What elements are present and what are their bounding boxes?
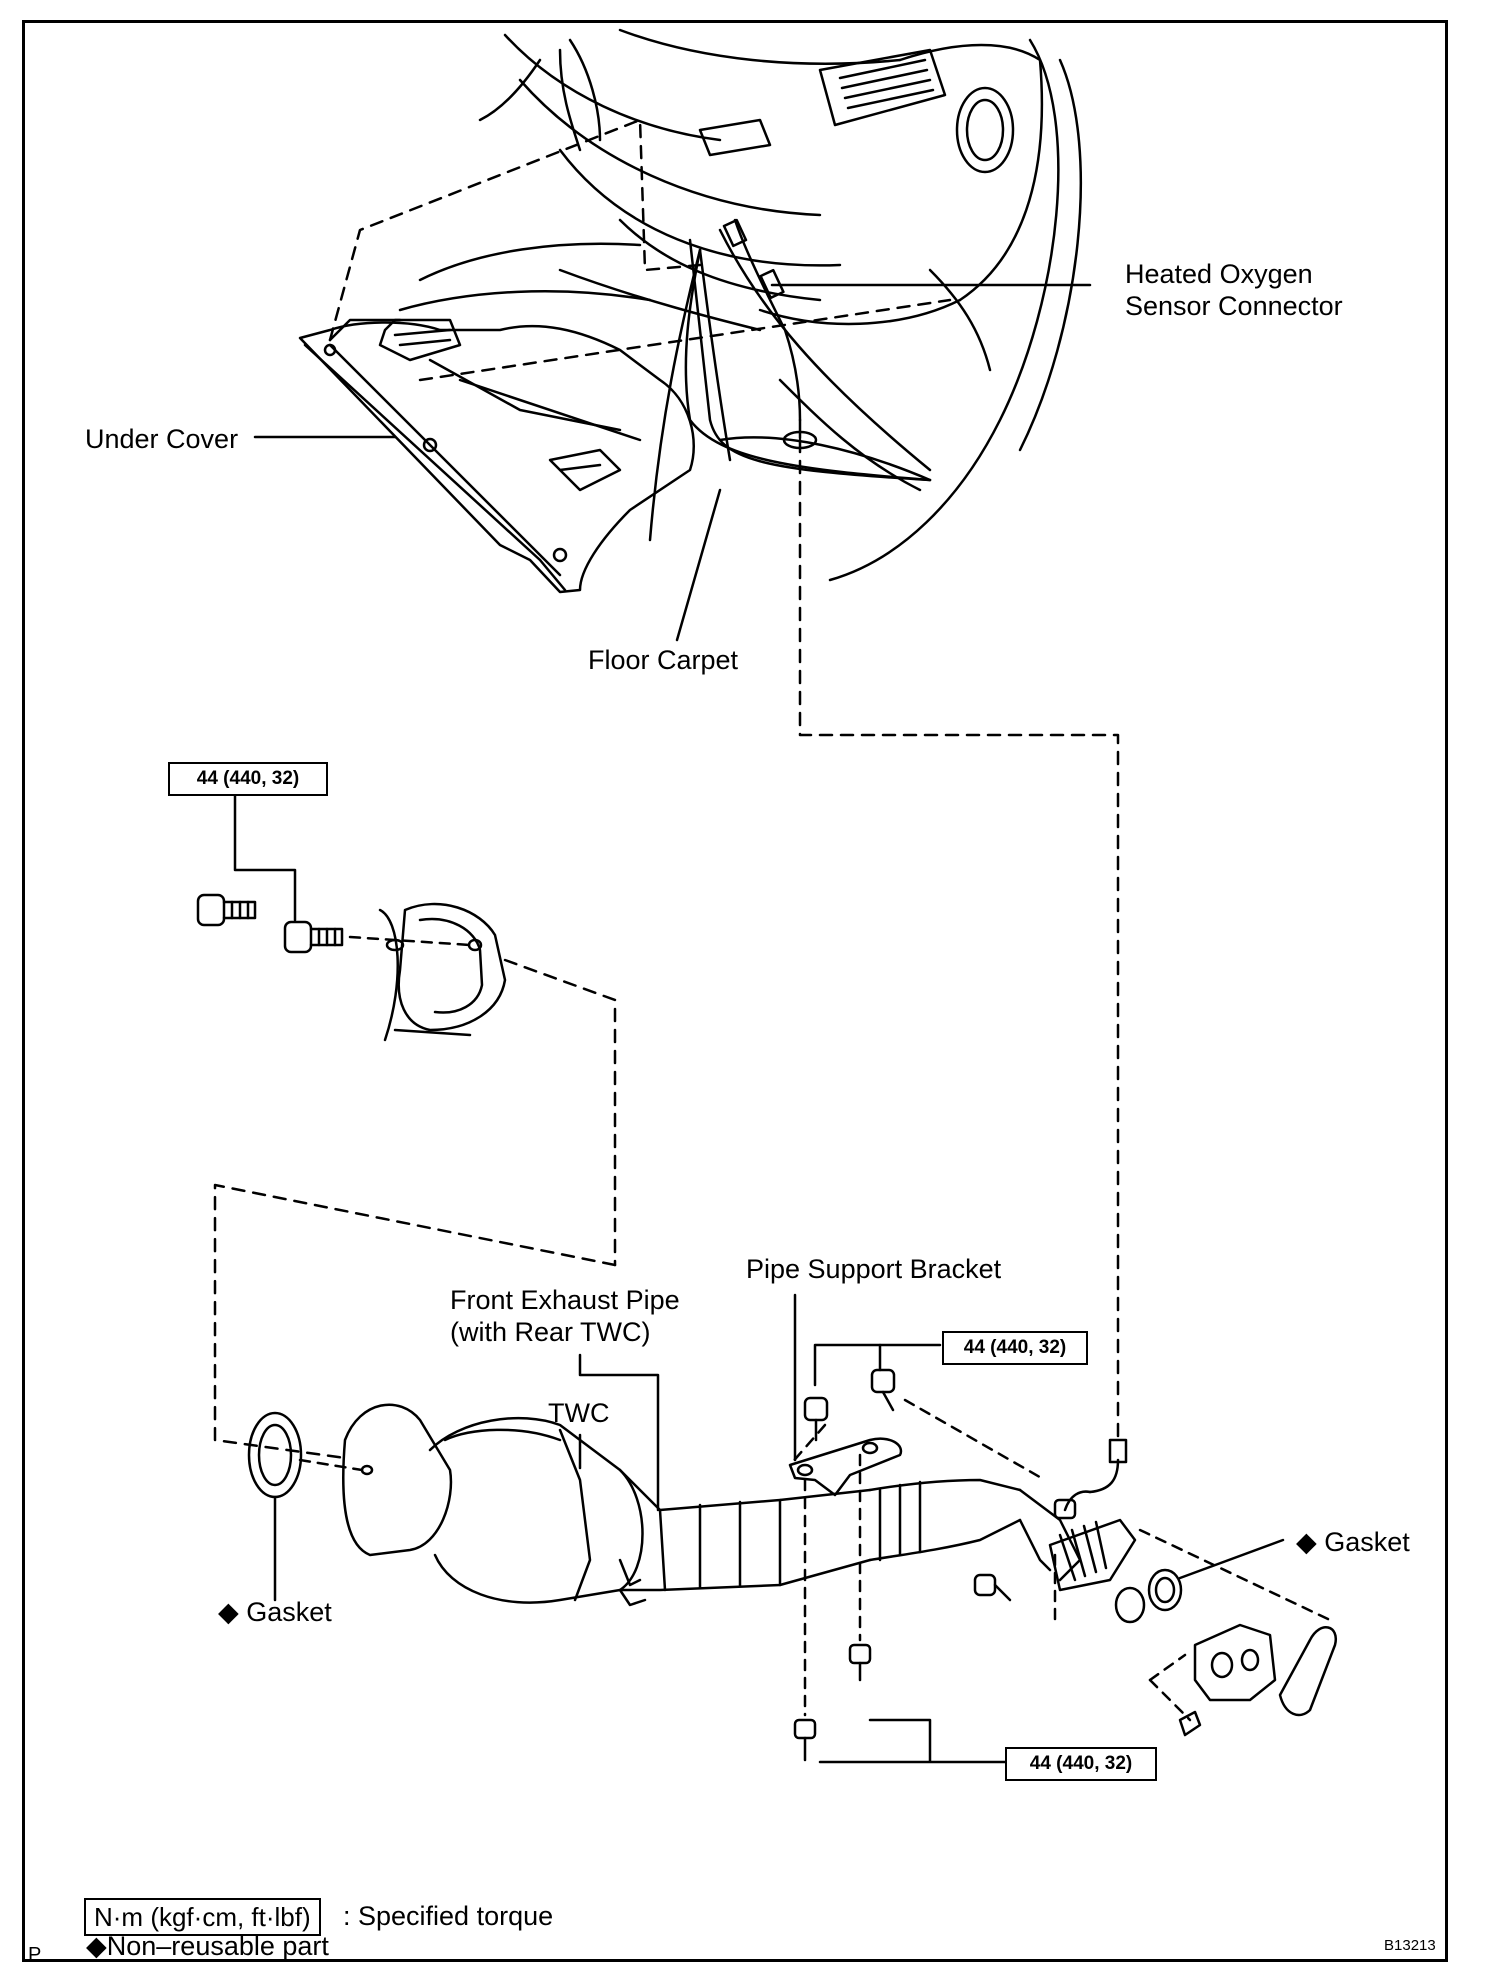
vehicle-interior <box>328 28 1082 582</box>
under-cover-label: Under Cover <box>85 424 239 454</box>
leader-floor-carpet <box>675 488 722 642</box>
page-marker: P <box>28 1944 42 1966</box>
non-reusable-note: ◆Non–reusable part <box>86 1931 329 1961</box>
figure-id: B13213 <box>1384 1937 1436 1954</box>
heated-oxygen-sensor-connector-label-2: Sensor Connector <box>1125 291 1343 321</box>
bottom-bolts <box>793 1453 1007 1764</box>
manifold-flange-group <box>196 793 617 1267</box>
rear-joint-parts <box>973 1528 1338 1737</box>
front-exhaust-pipe-label-2: (with Rear TWC) <box>450 1317 651 1347</box>
torque-spec-bracket: 44 (440, 32) <box>942 1331 1088 1365</box>
flange-guide-dashed <box>213 1183 617 1460</box>
under-cover-part <box>298 318 695 594</box>
sensor-guide-dashed <box>798 438 1120 1442</box>
leader-front-exhaust-pipe <box>578 1353 660 1512</box>
pipe-support-bracket-part <box>788 1293 903 1497</box>
bracket-bolts <box>788 1343 1047 1482</box>
heated-oxygen-sensor-connector-label-1: Heated Oxygen <box>1125 259 1313 289</box>
front-exhaust-pipe <box>247 1403 1137 1607</box>
pipe-support-bracket-label: Pipe Support Bracket <box>746 1254 1002 1284</box>
torque-spec-bottom: 44 (440, 32) <box>1005 1747 1157 1781</box>
gasket-right-label: ◆ Gasket <box>1296 1527 1410 1557</box>
torque-unit-box: N·m (kgf·cm, ft·lbf) <box>84 1898 321 1936</box>
figure-frame <box>22 20 1448 1962</box>
torque-unit-description: : Specified torque <box>343 1901 554 1931</box>
torque-spec-top-left: 44 (440, 32) <box>168 762 328 796</box>
floor-carpet-label: Floor Carpet <box>588 645 739 675</box>
gasket-left-label: ◆ Gasket <box>218 1597 332 1627</box>
twc-label: TWC <box>548 1398 610 1428</box>
oxygen-sensor-wire-upper <box>722 218 818 450</box>
front-exhaust-pipe-label-1: Front Exhaust Pipe <box>450 1285 680 1315</box>
